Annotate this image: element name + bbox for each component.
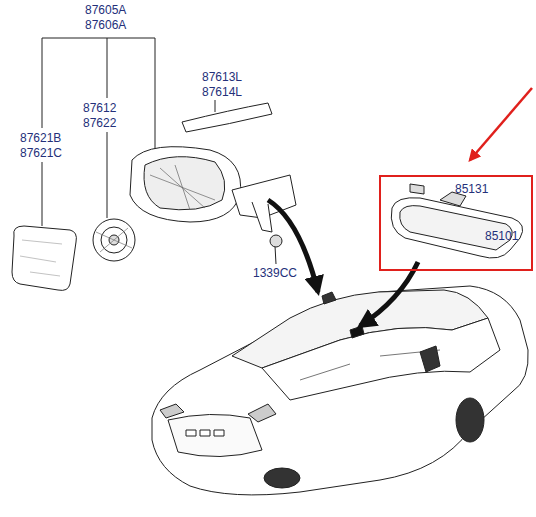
highlight-box: 85131 85101 xyxy=(379,175,533,271)
mirror-housing xyxy=(130,147,296,247)
callout-number: 1339CC xyxy=(252,266,298,280)
location-pointer xyxy=(360,262,418,326)
callout-number: 87613L xyxy=(201,70,243,84)
callout-number: 85131 xyxy=(455,182,488,196)
turn-signal-lamp xyxy=(182,103,272,132)
car-body xyxy=(152,286,528,495)
callout-number: 85101 xyxy=(485,229,518,243)
mirror-glass xyxy=(12,226,76,290)
callout-number: 87606A xyxy=(84,18,127,32)
callout-number: 87612 xyxy=(82,101,117,115)
callout-number: 87614L xyxy=(201,85,243,99)
highlight-arrow xyxy=(470,88,532,160)
mirror-actuator xyxy=(93,219,135,261)
callout-number: 87621C xyxy=(19,146,63,160)
callout-number: 87605A xyxy=(84,3,127,17)
callout-number: 87621B xyxy=(19,131,62,145)
leader-lines xyxy=(42,38,276,264)
callout-number: 87622 xyxy=(82,116,117,130)
